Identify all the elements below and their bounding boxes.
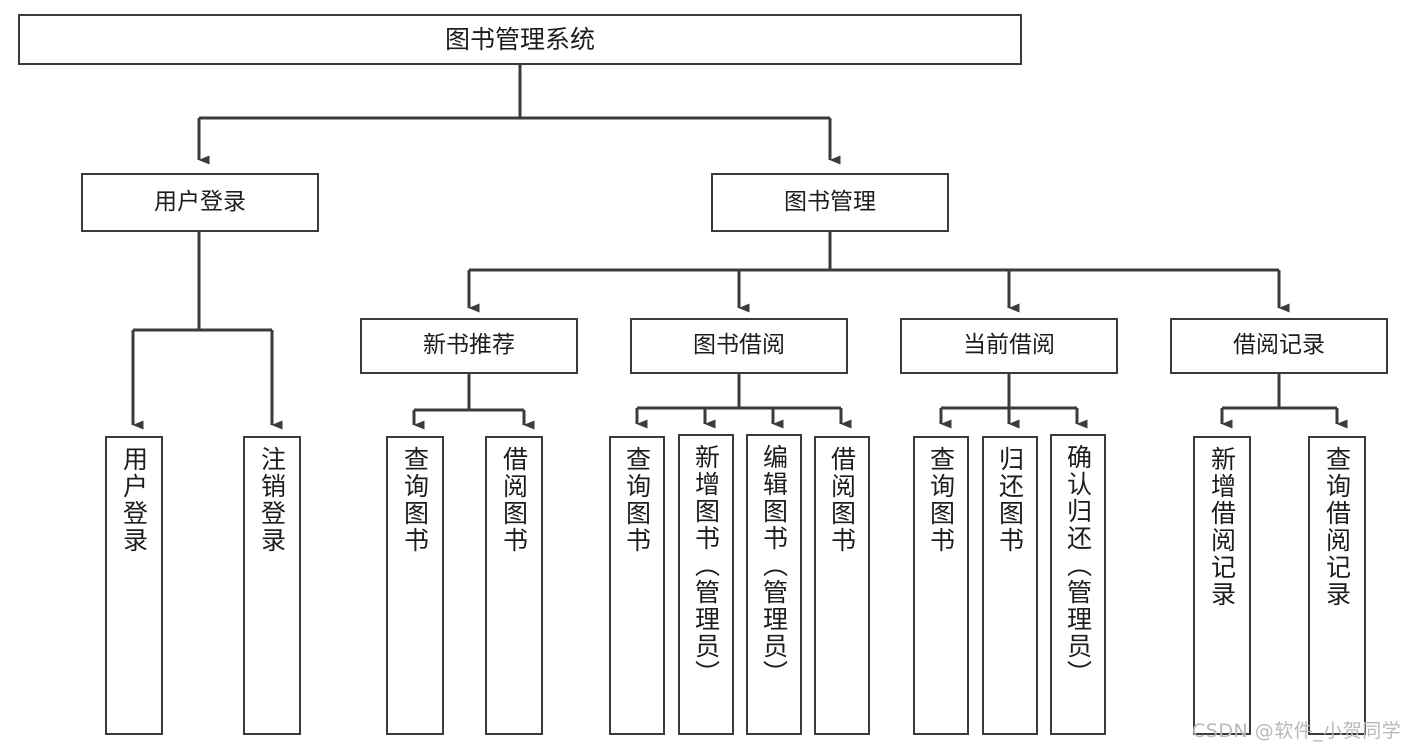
node-label: 图书管理 [784, 188, 876, 215]
node-label: 查询图书 [400, 446, 430, 554]
node-borrow-record[interactable]: 借阅记录 [1170, 318, 1388, 374]
node-label: 查询图书 [622, 446, 652, 554]
leaf-query-book-recommend[interactable]: 查询图书 [386, 436, 444, 735]
node-label: 用户登录 [154, 188, 246, 215]
node-current-borrow[interactable]: 当前借阅 [900, 318, 1118, 374]
node-label: 用户登录 [119, 446, 149, 554]
leaf-return-book[interactable]: 归还图书 [982, 436, 1038, 735]
node-root-system[interactable]: 图书管理系统 [18, 14, 1022, 65]
node-label: 当前借阅 [963, 332, 1055, 359]
node-label: 借阅图书 [827, 446, 857, 554]
leaf-borrow-book-recommend[interactable]: 借阅图书 [485, 436, 543, 735]
leaf-confirm-return-admin[interactable]: 确认归还（管理员） [1050, 434, 1106, 735]
node-label: 新书推荐 [423, 332, 515, 359]
node-label: 查询图书 [926, 446, 956, 554]
node-label: 图书借阅 [693, 332, 785, 359]
leaf-borrow-book-borrow[interactable]: 借阅图书 [814, 436, 870, 735]
leaf-edit-book-admin[interactable]: 编辑图书（管理员） [746, 434, 802, 735]
node-label: 归还图书 [995, 446, 1025, 554]
node-label: 确认归还（管理员） [1063, 444, 1093, 687]
node-book-borrow[interactable]: 图书借阅 [630, 318, 848, 374]
leaf-add-borrow-record[interactable]: 新增借阅记录 [1193, 436, 1251, 735]
leaf-user-login[interactable]: 用户登录 [105, 436, 163, 735]
node-label: 图书管理系统 [444, 24, 595, 54]
leaf-logout-login[interactable]: 注销登录 [243, 436, 301, 735]
node-label: 新增图书（管理员） [691, 444, 721, 687]
node-book-manage[interactable]: 图书管理 [711, 173, 949, 232]
leaf-query-book-current[interactable]: 查询图书 [913, 436, 969, 735]
node-label: 借阅图书 [499, 446, 529, 554]
leaf-query-borrow-record[interactable]: 查询借阅记录 [1308, 436, 1366, 735]
leaf-add-book-admin[interactable]: 新增图书（管理员） [678, 434, 734, 735]
node-label: 查询借阅记录 [1322, 446, 1352, 608]
node-label: 编辑图书（管理员） [759, 444, 789, 687]
leaf-query-book-borrow[interactable]: 查询图书 [609, 436, 665, 735]
node-user-login[interactable]: 用户登录 [81, 173, 319, 232]
node-label: 新增借阅记录 [1207, 446, 1237, 608]
node-label: 借阅记录 [1233, 332, 1325, 359]
node-new-book-recommend[interactable]: 新书推荐 [360, 318, 578, 374]
node-label: 注销登录 [257, 446, 287, 554]
